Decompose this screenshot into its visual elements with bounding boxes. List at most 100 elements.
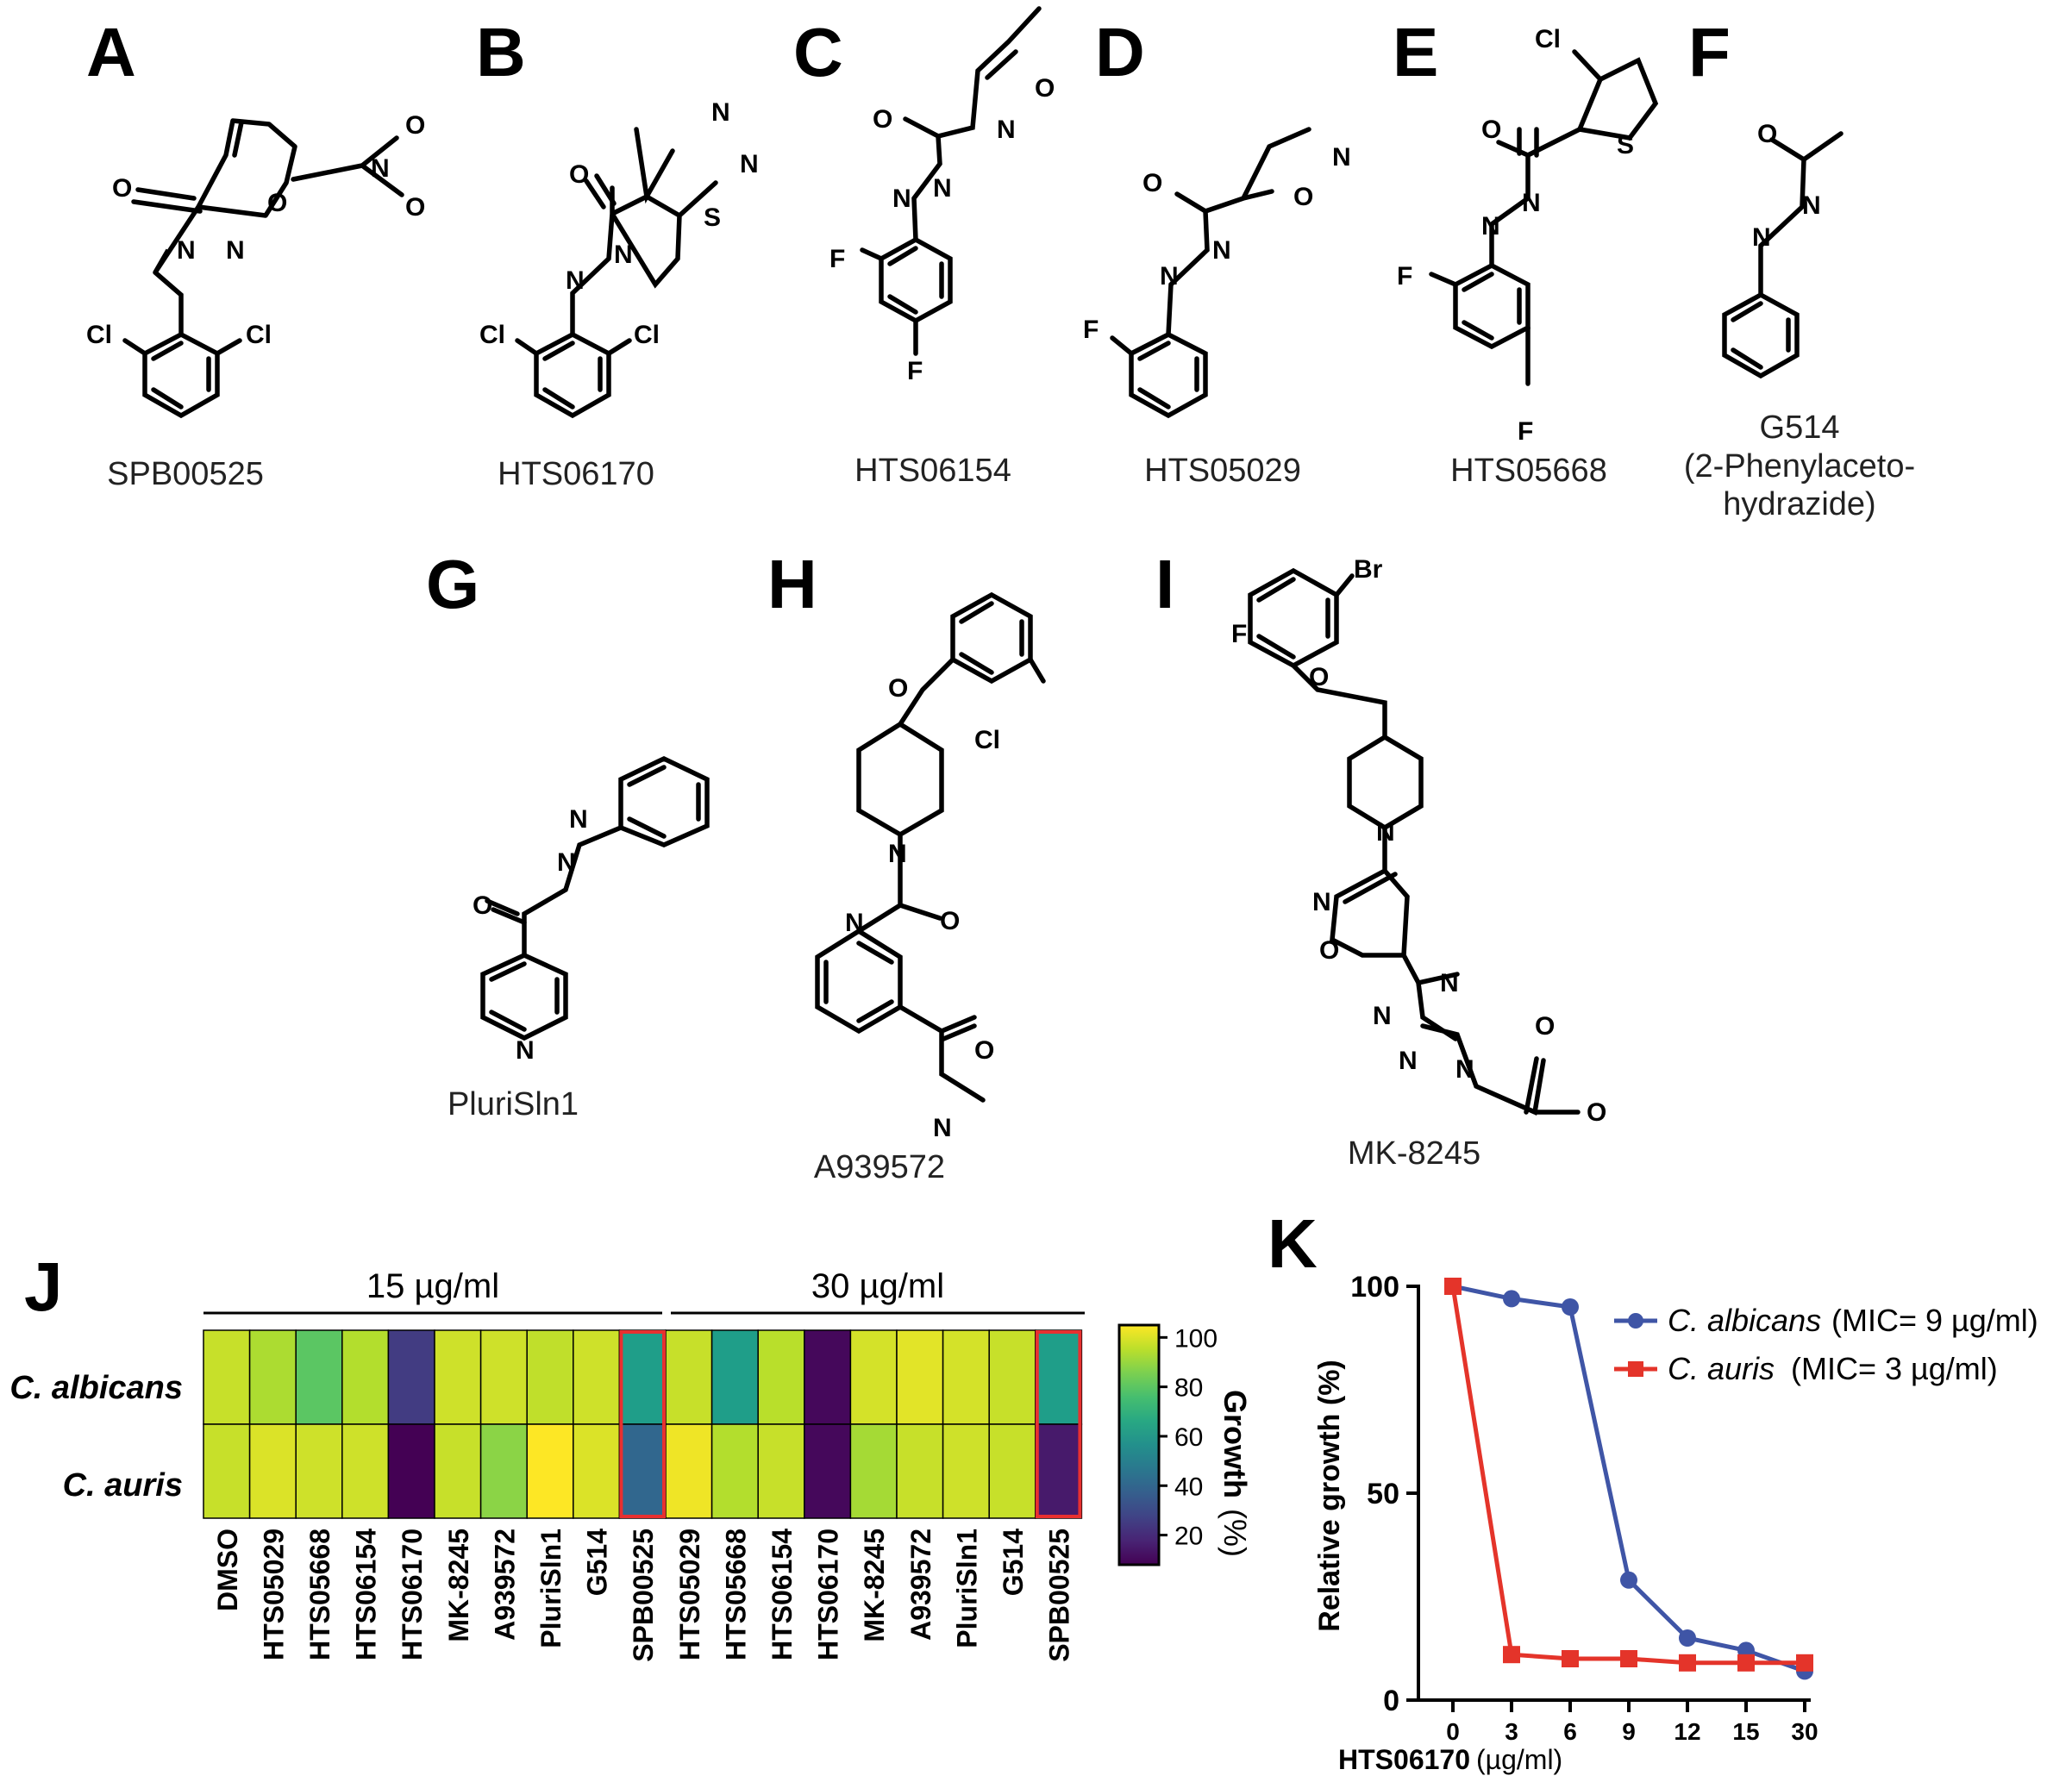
x-axis-unit: (µg/ml) (1476, 1744, 1562, 1775)
atom-n: N (177, 236, 196, 265)
atom-o: O (974, 1036, 994, 1065)
heatmap-cell (434, 1329, 482, 1425)
atom-cl: Cl (1535, 25, 1561, 53)
compound-name-e: HTS05668 (1450, 453, 1607, 489)
heatmap-cell (203, 1329, 251, 1425)
heatmap-cell (526, 1329, 574, 1425)
panel-label-d: D (1095, 14, 1145, 91)
highlight-box (1035, 1330, 1082, 1518)
panel-label-g: G (426, 546, 479, 622)
atom-cl: Cl (974, 726, 1000, 754)
atom-cl: Cl (634, 321, 660, 349)
atom-cl: Cl (86, 321, 112, 349)
atom-n: N (933, 1114, 952, 1142)
x-tick-label: 6 (1563, 1718, 1577, 1745)
x-tick-label: 3 (1505, 1718, 1518, 1745)
atom-f: F (1397, 262, 1412, 291)
heatmap-cell (1035, 1423, 1083, 1519)
atom-o: O (1535, 1012, 1555, 1041)
column-label: DMSO (212, 1529, 243, 1611)
x-tick-label: 15 (1732, 1718, 1759, 1745)
atom-n: N (569, 805, 588, 834)
heatmap-cell (1035, 1329, 1083, 1425)
heatmap-cell (248, 1329, 297, 1425)
colorbar-label: Growth (1218, 1390, 1253, 1498)
heatmap-cell (710, 1423, 759, 1519)
atom-n: N (892, 184, 911, 213)
panel-label-f: F (1688, 14, 1731, 91)
column-label: HTS06170 (813, 1529, 844, 1660)
atom-n: N (1332, 143, 1351, 172)
legend-marker-c-albicans (1628, 1313, 1643, 1329)
column-label: MK-8245 (443, 1529, 474, 1642)
atom-o: O (873, 105, 892, 134)
structure-spb00525: N N O O N O O Cl Cl (86, 111, 425, 419)
column-label: PluriSln1 (535, 1529, 567, 1648)
atom-o: O (405, 193, 425, 222)
atom-f: F (1518, 417, 1533, 446)
structure-hts06170: N N O N N S Cl Cl (479, 98, 759, 419)
y-tick-label: 0 (1383, 1685, 1399, 1717)
atom-n: N (711, 98, 730, 127)
heatmap-cell (988, 1423, 1036, 1519)
atom-n: N (1455, 1055, 1474, 1084)
atom-n: N (845, 909, 864, 937)
heatmap-cell (618, 1329, 667, 1425)
atom-s: S (704, 203, 721, 232)
heatmap-cell (849, 1329, 898, 1425)
atom-o: O (1757, 120, 1777, 148)
heatmap-cell (295, 1329, 343, 1425)
legend-name-c-albicans: C. albicans (1668, 1303, 1821, 1338)
column-label: HTS06170 (397, 1529, 428, 1660)
atom-o: O (1035, 74, 1055, 103)
heatmap-cell (849, 1423, 898, 1519)
heatmap-cell (665, 1329, 713, 1425)
colorbar-tick-label: 60 (1174, 1423, 1203, 1452)
legend: C. albicans (MIC= 9 µg/ml) C. auris (MIC… (1614, 1303, 2038, 1386)
legend-mic-c-auris: (MIC= 3 µg/ml) (1791, 1351, 1998, 1386)
compound-name-b: HTS06170 (498, 456, 654, 492)
row-label-c-albicans: C. albicans (9, 1370, 183, 1406)
data-point (1562, 1650, 1579, 1667)
x-axis-label: HTS06170 (1338, 1744, 1470, 1775)
compound-name-d: HTS05029 (1144, 453, 1301, 489)
data-point (1620, 1571, 1637, 1589)
compound-name-g: PluriSln1 (448, 1086, 579, 1122)
group-label-30: 30 µg/ml (811, 1267, 944, 1305)
compound-name-f-line2: (2-Phenylaceto- (1684, 448, 1915, 485)
column-label: HTS05668 (720, 1529, 751, 1660)
data-point (1679, 1629, 1696, 1647)
legend-mic-c-albicans: (MIC= 9 µg/ml) (1831, 1303, 2038, 1338)
atom-n: N (933, 174, 952, 203)
colorbar-tick-label: 80 (1174, 1374, 1203, 1403)
column-label: HTS05029 (674, 1529, 705, 1660)
heatmap-cell (573, 1329, 621, 1425)
atom-n: N (226, 236, 245, 265)
column-label: SPB00525 (1044, 1529, 1075, 1662)
atom-cl: Cl (246, 321, 272, 349)
atom-n: N (371, 154, 390, 183)
y-tick-label: 50 (1367, 1478, 1399, 1510)
heatmap-cell (341, 1329, 390, 1425)
atom-f: F (907, 357, 923, 385)
atom-n: N (516, 1036, 535, 1065)
column-label: HTS06154 (767, 1529, 798, 1660)
atom-n: N (997, 116, 1016, 144)
atom-o: O (888, 674, 908, 703)
atom-o: O (1319, 936, 1339, 965)
atom-o: O (1309, 663, 1329, 691)
compound-name-h: A939572 (814, 1149, 945, 1185)
heatmap-cell (387, 1423, 435, 1519)
atom-n: N (740, 150, 759, 178)
atom-n: N (614, 241, 633, 269)
structure-g514: N N O (1722, 120, 1844, 379)
atom-n: N (1212, 236, 1231, 265)
heatmap-panel: 15 µg/ml 30 µg/ml C. albicans C. auris D… (9, 1267, 1253, 1662)
heatmap-cell (295, 1423, 343, 1519)
column-label: HTS06154 (351, 1529, 382, 1660)
atom-n: N (1481, 212, 1500, 241)
column-label: SPB00525 (628, 1529, 659, 1662)
column-label: HTS05029 (258, 1529, 289, 1660)
heatmap-cell (804, 1329, 852, 1425)
